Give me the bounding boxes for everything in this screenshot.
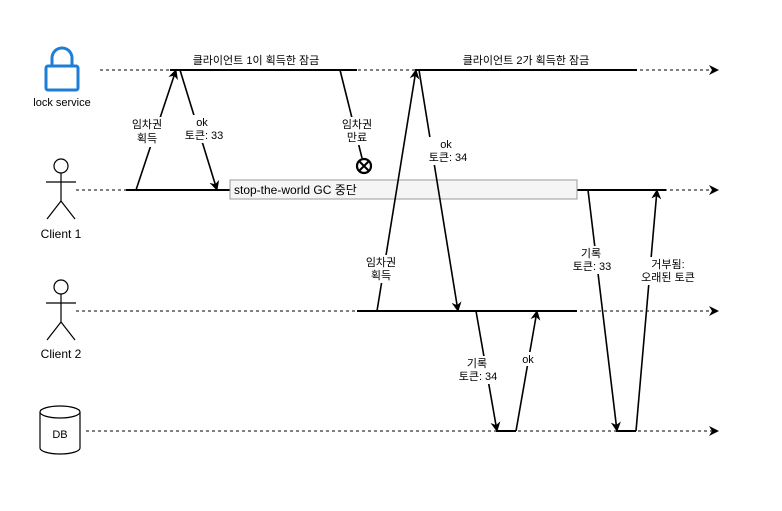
message-labels: 임차권 획득 ok 토큰: 33 임차권 만료 임차권 획득 ok 토큰: 34… bbox=[132, 117, 695, 383]
rejected-label-1: 거부됨: bbox=[651, 258, 684, 271]
database-icon bbox=[39, 405, 81, 455]
write33-label-2: 토큰: 33 bbox=[573, 261, 612, 273]
ok33-label-2: 토큰: 33 bbox=[185, 130, 224, 142]
client1-person-icon bbox=[46, 158, 76, 220]
c1-acquire-label-2: 획득 bbox=[137, 132, 157, 145]
actor-label-db: DB bbox=[52, 429, 67, 441]
lock-icon bbox=[44, 46, 80, 92]
gc-pause-label: stop-the-world GC 중단 bbox=[234, 183, 357, 197]
expiry-cross-icon bbox=[355, 157, 373, 175]
arrow-db-ok bbox=[515, 310, 541, 432]
gc-pause-box bbox=[229, 179, 578, 200]
db-ok-label: ok bbox=[522, 354, 534, 366]
message-label-backgrounds bbox=[131, 115, 698, 384]
write33-label-1: 기록 bbox=[581, 247, 601, 260]
arrow-ok34 bbox=[418, 69, 462, 312]
write34-label-2: 토큰: 34 bbox=[459, 371, 498, 383]
c1-acquire-label-1: 임차권 bbox=[132, 118, 162, 131]
c2-acquire-label-1: 임차권 bbox=[366, 256, 396, 269]
client2-person-icon bbox=[46, 279, 76, 341]
write34-label-1: 기록 bbox=[467, 357, 487, 370]
actor-label-lock-service: lock service bbox=[33, 97, 90, 109]
ok34-label-1: ok bbox=[440, 139, 452, 151]
rejected-label-2: 오래된 토큰 bbox=[641, 271, 695, 284]
actor-label-client1: Client 1 bbox=[41, 227, 82, 241]
arrow-write33 bbox=[587, 189, 621, 432]
lock1-label: 클라이언트 1이 획득한 잠금 bbox=[193, 54, 320, 67]
ok33-label-1: ok bbox=[196, 117, 208, 129]
actor-label-client2: Client 2 bbox=[41, 347, 82, 361]
arrow-rejected bbox=[635, 189, 662, 432]
expire-label-2: 만료 bbox=[347, 131, 367, 144]
ok34-label-2: 토큰: 34 bbox=[429, 152, 468, 164]
timelines bbox=[76, 65, 719, 436]
lock2-label: 클라이언트 2가 획득한 잠금 bbox=[463, 54, 590, 67]
c2-acquire-label-2: 획득 bbox=[371, 269, 391, 282]
expire-label-1: 임차권 bbox=[342, 118, 372, 131]
